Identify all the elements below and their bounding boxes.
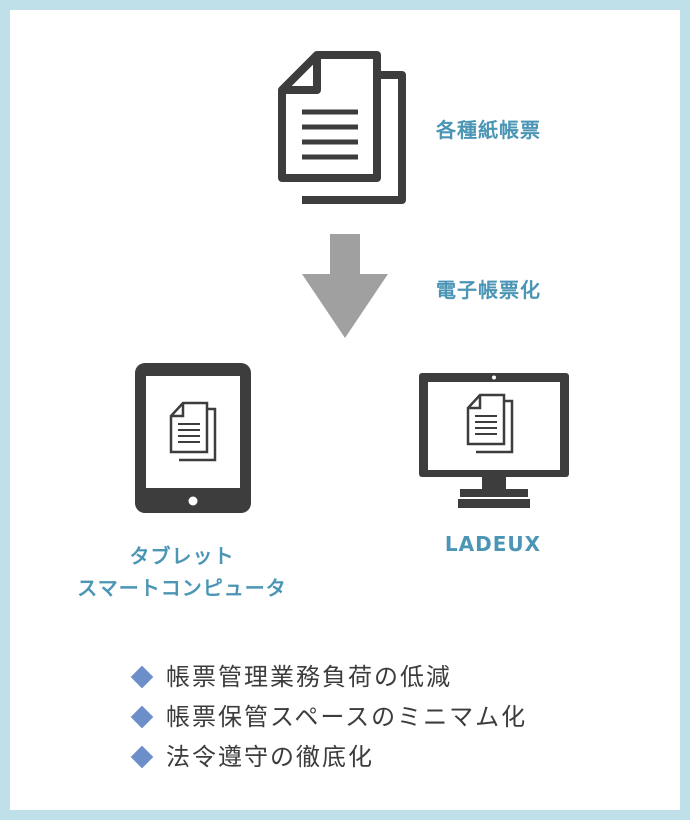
benefits-list: 帳票管理業務負荷の低減 帳票保管スペースのミニマム化 法令遵守の徹底化 (128, 657, 527, 777)
benefit-text: 帳票管理業務負荷の低減 (166, 663, 452, 691)
diamond-bullet-icon (130, 665, 154, 689)
tablet-icon (135, 363, 251, 513)
diamond-bullet-icon (130, 745, 154, 769)
benefit-item: 法令遵守の徹底化 (128, 737, 527, 777)
tablet-label-line1: タブレット (129, 544, 235, 568)
pc-label: LADEUX (444, 532, 542, 556)
monitor-document-icon (466, 393, 514, 454)
tablet-label: タブレット スマートコンピュータ (62, 540, 302, 604)
diamond-bullet-icon (130, 705, 154, 729)
benefit-item: 帳票保管スペースのミニマム化 (128, 697, 527, 737)
tablet-label-line2: スマートコンピュータ (77, 576, 287, 600)
diagram-panel: 各種紙帳票 電子帳票化 (10, 10, 680, 810)
benefit-item: 帳票管理業務負荷の低減 (128, 657, 527, 697)
tablet-document-icon (169, 401, 217, 462)
monitor-icon (419, 373, 569, 508)
benefit-text: 帳票保管スペースのミニマム化 (166, 703, 528, 731)
source-label: 各種紙帳票 (436, 118, 541, 142)
down-arrow-icon (302, 234, 388, 338)
benefit-text: 法令遵守の徹底化 (166, 743, 374, 771)
paper-documents-icon (278, 51, 406, 204)
process-label: 電子帳票化 (436, 278, 541, 302)
